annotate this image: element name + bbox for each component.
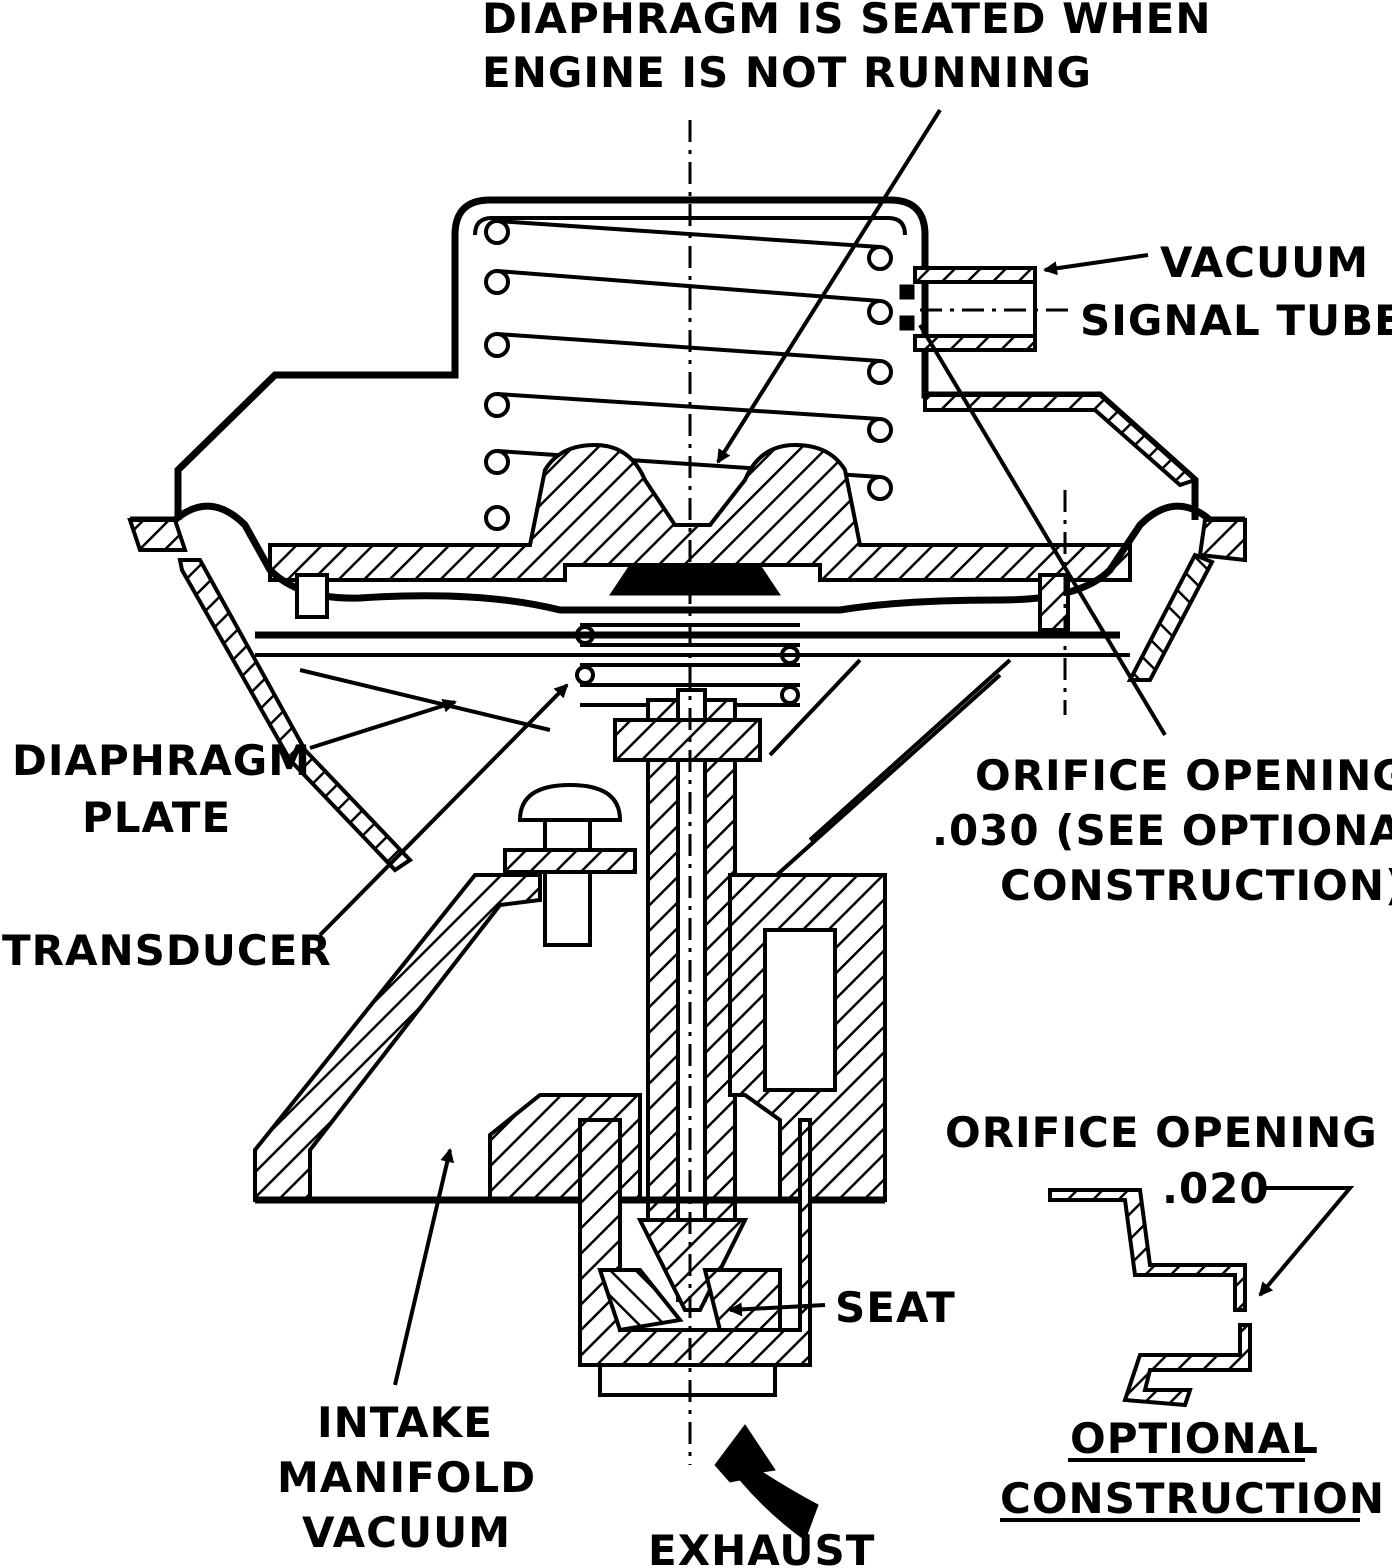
label-diaphragm-seated-line2: ENGINE IS NOT RUNNING bbox=[482, 48, 1092, 97]
label-manifold: MANIFOLD bbox=[277, 1453, 536, 1502]
optional-construction-detail bbox=[1000, 1188, 1360, 1522]
diaphragm-assembly bbox=[127, 442, 1247, 632]
leader-lines bbox=[309, 108, 1355, 1386]
label-seat: SEAT bbox=[835, 1283, 956, 1332]
label-optional: OPTIONAL bbox=[1070, 1414, 1319, 1463]
label-intake: INTAKE bbox=[317, 1398, 493, 1447]
lower-housing bbox=[177, 552, 1215, 892]
label-construction: CONSTRUCTION bbox=[1000, 1474, 1385, 1523]
label-vacuum-intake: VACUUM bbox=[302, 1508, 511, 1557]
exhaust-arrow-icon bbox=[714, 1424, 819, 1541]
label-signal-tube: SIGNAL TUBE bbox=[1080, 296, 1392, 345]
label-orifice-030-line1: ORIFICE OPENING bbox=[975, 751, 1392, 800]
screw bbox=[503, 782, 637, 947]
label-diaphragm: DIAPHRAGM bbox=[12, 736, 311, 785]
label-diaphragm-seated-line1: DIAPHRAGM IS SEATED WHEN bbox=[482, 0, 1212, 43]
label-vacuum: VACUUM bbox=[1160, 238, 1369, 287]
label-orifice-020-value: .020 bbox=[1162, 1164, 1270, 1213]
label-exhaust: EXHAUST bbox=[648, 1526, 875, 1568]
label-orifice-030-line2: .030 (SEE OPTIONAL bbox=[932, 806, 1392, 855]
label-orifice-020-line1: ORIFICE OPENING bbox=[945, 1108, 1378, 1157]
upper-housing bbox=[174, 196, 1199, 520]
label-transducer: TRANSDUCER bbox=[2, 926, 332, 975]
seat-insert bbox=[578, 1118, 812, 1397]
label-plate: PLATE bbox=[82, 793, 231, 842]
label-orifice-030-line3: CONSTRUCTION) bbox=[1000, 861, 1392, 910]
main-spring bbox=[484, 219, 893, 531]
